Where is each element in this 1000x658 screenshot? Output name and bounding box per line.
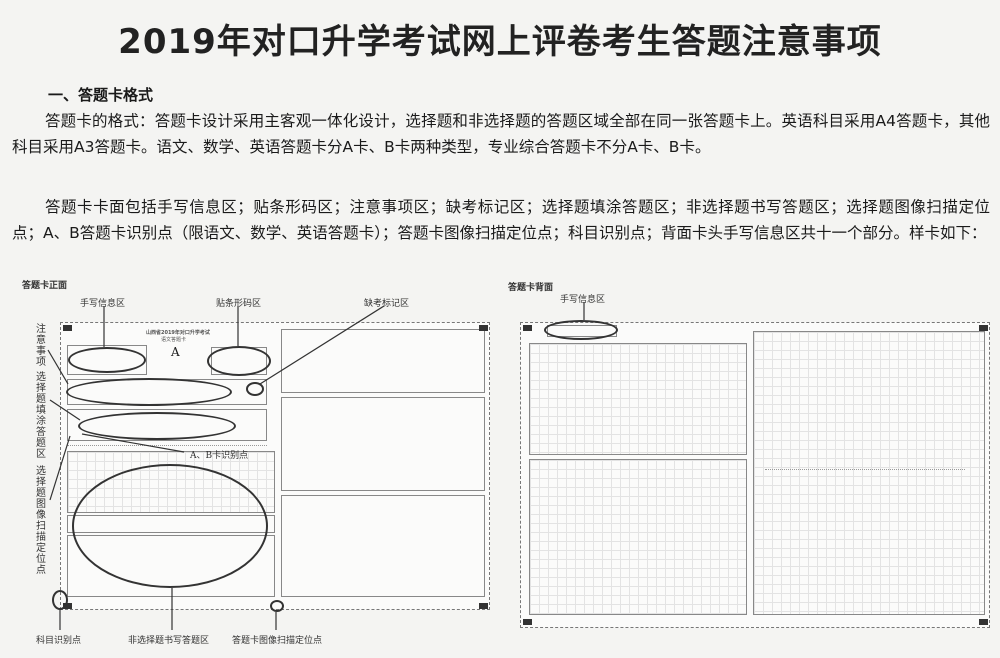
ellipse-notice bbox=[66, 378, 232, 406]
scan-marker bbox=[979, 325, 988, 331]
ellipse-handwritten-info bbox=[68, 347, 146, 373]
ellipse-subject-identify bbox=[52, 590, 68, 610]
label-handwritten-info: 手写信息区 bbox=[80, 299, 126, 309]
label-image-scan: 答题卡图像扫描定位点 bbox=[232, 636, 323, 646]
scan-marker bbox=[63, 603, 72, 609]
ellipse-absent-mark bbox=[246, 382, 264, 396]
label-barcode: 贴条形码区 bbox=[216, 299, 262, 309]
label-ab-identify: A、B卡识别点 bbox=[190, 451, 249, 461]
back-answer-area-2 bbox=[529, 459, 747, 615]
back-label-handwritten-info: 手写信息区 bbox=[560, 295, 606, 305]
ellipse-back-handwritten bbox=[544, 320, 618, 340]
label-choice-fill: 选择题填涂答题区 bbox=[36, 372, 46, 460]
label-notice: 注意事项 bbox=[36, 324, 46, 368]
back-answer-area-3 bbox=[753, 331, 985, 615]
ellipse-barcode bbox=[207, 346, 271, 376]
page-title: 2019年对口升学考试网上评卷考生答题注意事项 bbox=[118, 22, 882, 62]
scan-marker bbox=[979, 619, 988, 625]
paragraph-format: 答题卡的格式：答题卡设计采用主客观一体化设计，选择题和非选择题的答题区域全部在同… bbox=[12, 112, 990, 156]
front-card-header: 山西省2019年对口升学考试 bbox=[146, 330, 210, 336]
back-card-caption: 答题卡背面 bbox=[508, 283, 554, 293]
scan-marker bbox=[479, 603, 488, 609]
front-card-caption: 答题卡正面 bbox=[22, 281, 68, 291]
ellipse-choice-fill bbox=[78, 412, 236, 440]
label-non-choice: 非选择题书写答题区 bbox=[128, 636, 210, 646]
label-subject-identify: 科目识别点 bbox=[36, 636, 82, 646]
scan-marker bbox=[523, 619, 532, 625]
back-card bbox=[520, 322, 990, 628]
scan-marker bbox=[523, 325, 532, 331]
paragraph-parts: 答题卡卡面包括手写信息区；贴条形码区；注意事项区；缺考标记区；选择题填涂答题区；… bbox=[12, 198, 990, 242]
ellipse-image-scan bbox=[270, 600, 284, 612]
front-card-subheader: 语文答题卡 bbox=[161, 337, 187, 343]
answer-area-2 bbox=[281, 397, 485, 491]
scan-marker bbox=[63, 325, 72, 331]
label-absent-mark: 缺考标记区 bbox=[364, 299, 410, 309]
section-heading: 一、答题卡格式 bbox=[48, 86, 154, 104]
answer-area-3 bbox=[281, 495, 485, 597]
back-answer-area-1 bbox=[529, 343, 747, 455]
label-choice-scan: 选择题图像扫描定位点 bbox=[36, 466, 46, 576]
ellipse-non-choice bbox=[72, 464, 268, 588]
card-type-letter: A bbox=[171, 345, 180, 359]
scan-marker bbox=[479, 325, 488, 331]
answer-area-1 bbox=[281, 329, 485, 393]
